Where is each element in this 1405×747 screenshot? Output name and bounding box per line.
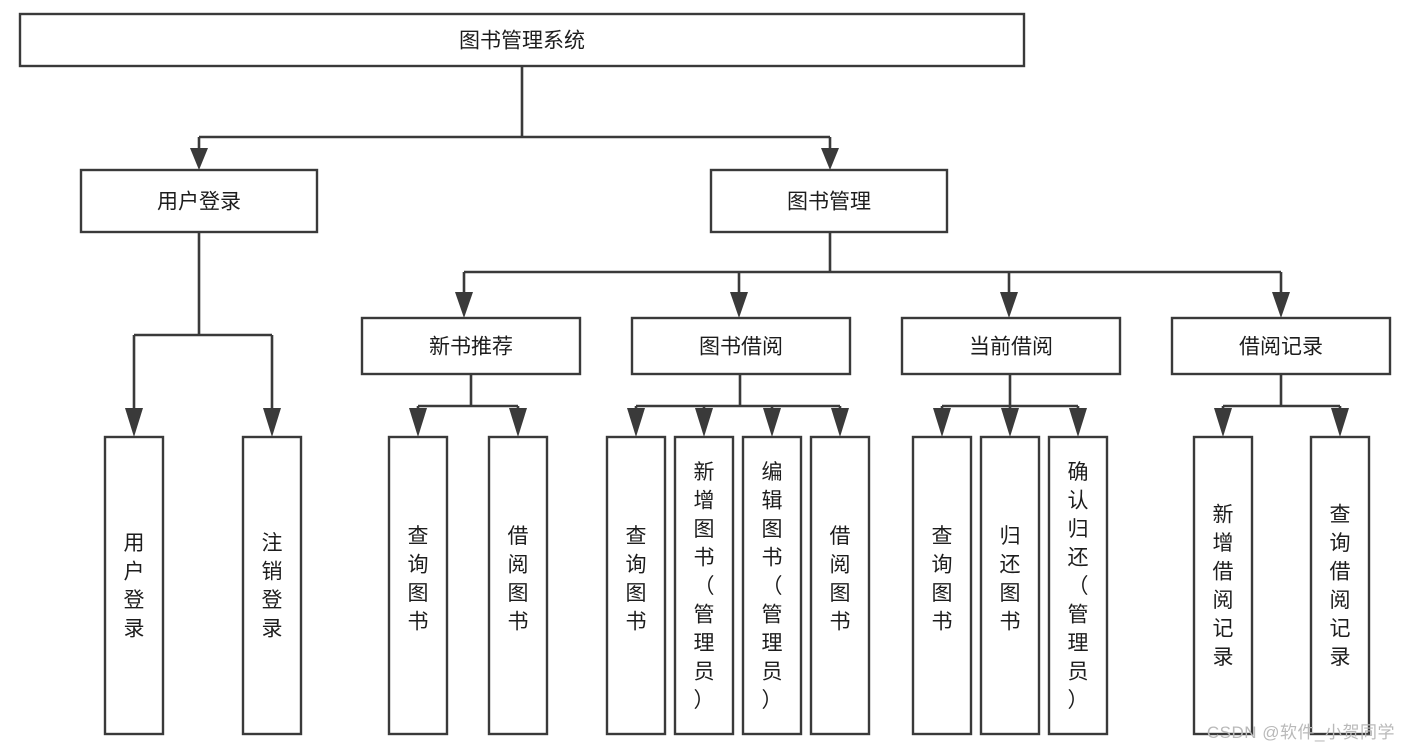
arrow-head-leaf-query-record — [1331, 408, 1349, 437]
node-leaf-query-book-a-label: 查询图书 — [408, 525, 429, 634]
node-leaf-query-book-c[interactable]: 查询图书 — [911, 435, 973, 736]
node-leaf-query-record-box[interactable] — [1309, 435, 1371, 736]
node-leaf-add-book-box[interactable] — [673, 435, 735, 736]
arrow-head-leaf-logout — [263, 408, 281, 437]
arrow-head-leaf-add-book — [695, 408, 713, 437]
node-leaf-confirm-return-box[interactable] — [1047, 435, 1109, 736]
connector-group-user-login-to-leaves — [125, 232, 281, 437]
node-book-borrow[interactable]: 图书借阅 — [630, 316, 852, 376]
node-new-book-rec[interactable]: 新书推荐 — [360, 316, 582, 376]
node-leaf-borrow-book-a[interactable]: 借阅图书 — [487, 435, 549, 736]
arrow-head-book-mgmt — [821, 148, 839, 170]
node-book-mgmt-box[interactable] — [709, 168, 949, 234]
arrow-head-leaf-user-login — [125, 408, 143, 437]
node-book-borrow-label: 图书借阅 — [699, 336, 783, 359]
node-leaf-query-book-a-box[interactable] — [387, 435, 449, 736]
arrow-head-book-borrow — [730, 292, 748, 318]
node-leaf-user-login[interactable]: 用户登录 — [103, 435, 165, 736]
arrow-head-leaf-confirm-return — [1069, 408, 1087, 437]
node-leaf-return-book-label: 归还图书 — [1000, 525, 1021, 634]
node-leaf-query-record[interactable]: 查询借阅记录 — [1309, 435, 1371, 736]
connector-group-book-mgmt-to-level3 — [455, 232, 1290, 318]
node-leaf-borrow-book-a-box[interactable] — [487, 435, 549, 736]
node-leaf-query-book-b[interactable]: 查询图书 — [605, 435, 667, 736]
node-leaf-add-record[interactable]: 新增借阅记录 — [1192, 435, 1254, 736]
node-leaf-borrow-book-b[interactable]: 借阅图书 — [809, 435, 871, 736]
arrow-head-leaf-query-book-a — [409, 408, 427, 437]
node-leaf-confirm-return[interactable]: 确认归还（管理员） — [1047, 435, 1109, 736]
node-borrow-record[interactable]: 借阅记录 — [1170, 316, 1392, 376]
connector-group-borrow-record-to-leaves — [1214, 374, 1349, 437]
arrow-head-borrow-record — [1272, 292, 1290, 318]
node-leaf-return-book[interactable]: 归还图书 — [979, 435, 1041, 736]
node-leaf-confirm-return-label: 确认归还（管理员） — [1068, 461, 1089, 712]
node-leaf-query-book-b-label: 查询图书 — [626, 525, 647, 634]
node-leaf-query-book-a[interactable]: 查询图书 — [387, 435, 449, 736]
node-leaf-borrow-book-b-label: 借阅图书 — [830, 525, 851, 634]
node-leaf-logout-label: 注销登录 — [262, 532, 283, 641]
node-borrow-record-label: 借阅记录 — [1239, 336, 1323, 359]
node-leaf-add-book[interactable]: 新增图书（管理员） — [673, 435, 735, 736]
arrow-head-user-login — [190, 148, 208, 170]
arrow-head-leaf-add-record — [1214, 408, 1232, 437]
node-new-book-rec-box[interactable] — [360, 316, 582, 376]
connector-group-new-book-rec-to-leaves — [409, 374, 527, 437]
node-user-login[interactable]: 用户登录 — [79, 168, 319, 234]
node-leaf-edit-book[interactable]: 编辑图书（管理员） — [741, 435, 803, 736]
node-leaf-logout[interactable]: 注销登录 — [241, 435, 303, 736]
node-leaf-query-book-c-label: 查询图书 — [932, 525, 953, 634]
node-leaf-add-record-box[interactable] — [1192, 435, 1254, 736]
node-new-book-rec-label: 新书推荐 — [429, 336, 513, 359]
arrow-head-leaf-query-book-c — [933, 408, 951, 437]
node-book-mgmt-label: 图书管理 — [787, 191, 871, 214]
connector-group-book-borrow-to-leaves — [627, 374, 849, 437]
connector-group-root-to-level2 — [190, 66, 839, 170]
node-leaf-query-book-c-box[interactable] — [911, 435, 973, 736]
node-user-login-label: 用户登录 — [157, 191, 241, 214]
node-root[interactable]: 图书管理系统 — [18, 12, 1026, 68]
arrow-head-leaf-borrow-book-b — [831, 408, 849, 437]
node-leaf-edit-book-label: 编辑图书（管理员） — [762, 461, 783, 712]
node-leaf-return-book-box[interactable] — [979, 435, 1041, 736]
node-leaf-logout-box[interactable] — [241, 435, 303, 736]
node-leaf-borrow-book-b-box[interactable] — [809, 435, 871, 736]
node-current-borrow-box[interactable] — [900, 316, 1122, 376]
arrow-head-new-book-rec — [455, 292, 473, 318]
node-leaf-add-book-label: 新增图书（管理员） — [694, 461, 715, 712]
node-leaf-add-record-label: 新增借阅记录 — [1213, 504, 1234, 670]
node-leaf-user-login-box[interactable] — [103, 435, 165, 736]
node-leaf-query-record-label: 查询借阅记录 — [1330, 504, 1351, 670]
node-leaf-query-book-b-box[interactable] — [605, 435, 667, 736]
arrow-head-leaf-borrow-book-a — [509, 408, 527, 437]
node-borrow-record-box[interactable] — [1170, 316, 1392, 376]
node-book-mgmt[interactable]: 图书管理 — [709, 168, 949, 234]
connector-group-current-borrow-to-leaves — [933, 374, 1087, 437]
node-current-borrow-label: 当前借阅 — [969, 336, 1053, 359]
node-root-label: 图书管理系统 — [459, 30, 585, 53]
node-book-borrow-box[interactable] — [630, 316, 852, 376]
node-leaf-edit-book-box[interactable] — [741, 435, 803, 736]
node-leaf-user-login-label: 用户登录 — [124, 532, 145, 641]
arrow-head-leaf-query-book-b — [627, 408, 645, 437]
arrow-head-leaf-edit-book — [763, 408, 781, 437]
csdn-watermark: CSDN @软件_小贺同学 — [1206, 723, 1395, 742]
arrow-head-leaf-return-book — [1001, 408, 1019, 437]
node-user-login-box[interactable] — [79, 168, 319, 234]
node-current-borrow[interactable]: 当前借阅 — [900, 316, 1122, 376]
node-root-box[interactable] — [18, 12, 1026, 68]
node-leaf-borrow-book-a-label: 借阅图书 — [508, 525, 529, 634]
arrow-head-current-borrow — [1000, 292, 1018, 318]
